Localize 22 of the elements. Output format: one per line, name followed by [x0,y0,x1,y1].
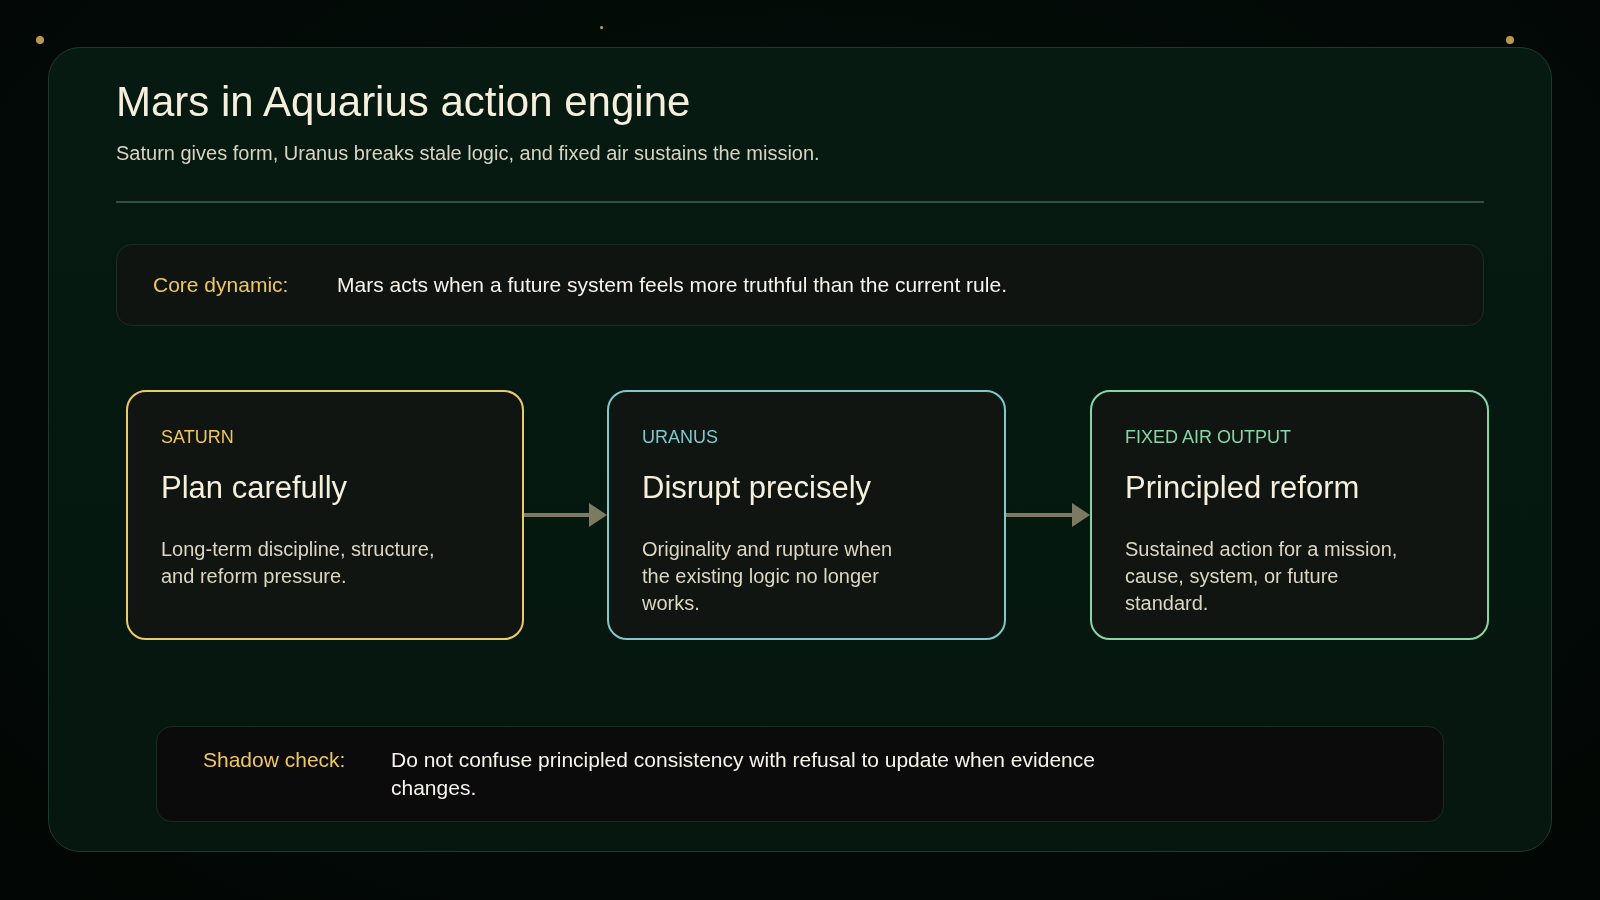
card-kicker: URANUS [642,427,718,449]
card-heading: Plan carefully [161,468,348,506]
process-card [607,390,1006,640]
process-card [1090,390,1489,640]
callout-text: Do not confuse principled consistency with refusal to update when evidence changes. [391,747,1096,801]
card-kicker: SATURN [161,427,234,449]
callout-label: Core dynamic: [153,272,289,298]
callout-text: Mars acts when a future system feels more truthful than the current rule. [337,272,1007,298]
title: Mars in Aquarius action engine [116,78,691,127]
note-box [156,726,1444,822]
process-card [126,390,524,640]
summary-box [116,244,1484,326]
arrow [1006,503,1090,527]
card-heading: Principled reform [1125,468,1360,506]
card-body: Long-term discipline, structure, and reform pressure. [161,536,436,589]
card-kicker: FIXED AIR OUTPUT [1125,427,1292,449]
card-heading: Disrupt precisely [642,468,872,506]
callout-label: Shadow check: [203,747,346,773]
card-body: Sustained action for a mission, cause, system, or future standard. [1125,536,1399,616]
arrow [524,503,607,527]
subtitle: Saturn gives form, Uranus breaks stale logic, and fixed air sustains the mission. [116,142,820,165]
card-body: Originality and rupture when the existing logic no longer works. [642,536,894,616]
